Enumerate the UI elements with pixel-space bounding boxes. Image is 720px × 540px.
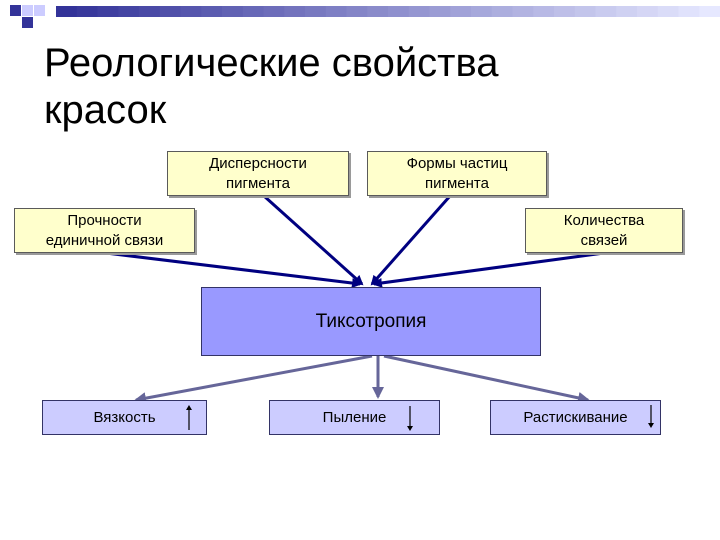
node-dusting-label: Пыление [322, 408, 387, 426]
decor-stripe-segment [76, 6, 99, 17]
node-bond-count: Количества связей [525, 208, 683, 253]
decor-stripe-segment [325, 6, 348, 17]
decor-stripe-segment [180, 6, 202, 17]
decor-stripe-segment [554, 6, 576, 17]
arrow-shape-to-thixotropy [370, 195, 452, 286]
decor-stripe-segment [159, 6, 182, 17]
decor-stripe-segment [450, 6, 472, 17]
decor-stripe-segment [388, 6, 410, 17]
decor-stripe-segment [699, 6, 720, 17]
decor-stripe-segment [678, 6, 700, 17]
node-particle-shape: Формы частиц пигмента [367, 151, 547, 196]
decor-stripe-segment [616, 6, 638, 17]
node-spreading-label: Растискивание [523, 408, 628, 426]
decor-stripe-segment [97, 6, 119, 17]
decor-stripe-segment [201, 6, 223, 17]
decor-stripe-segment [471, 6, 493, 17]
decor-stripe-segment [595, 6, 617, 17]
decor-stripe-segment [367, 6, 389, 17]
node-dispersity: Дисперсности пигмента [167, 151, 349, 196]
arrow-down-icon [407, 406, 413, 431]
decor-stripe-segment [408, 6, 431, 17]
decor-stripe-segment [346, 6, 368, 17]
arrow-thixotropy-to-viscosity [134, 354, 373, 405]
title-decoration [10, 5, 720, 28]
node-viscosity: Вязкость [42, 400, 207, 435]
node-dispersity-label: Дисперсности пигмента [209, 154, 307, 192]
decor-stripe-segment [263, 6, 285, 17]
node-dusting: Пыление [269, 400, 440, 435]
arrow-up-icon [186, 405, 192, 430]
node-particle-shape-label: Формы частиц пигмента [406, 154, 508, 192]
decor-stripe-segment [657, 6, 680, 17]
decor-stripe-segment [533, 6, 555, 17]
node-bond-strength: Прочности единичной связи [14, 208, 195, 253]
node-bond-count-label: Количества связей [563, 211, 645, 249]
node-thixotropy: Тиксотропия [201, 287, 541, 356]
arrow-thixotropy-to-spreading [383, 354, 590, 404]
slide-title: Реологические свойства красок [44, 41, 499, 132]
decor-squares [10, 5, 45, 28]
decor-stripe-segment [118, 6, 140, 17]
decor-stripe-segment [574, 6, 597, 17]
node-bond-strength-label: Прочности единичной связи [45, 211, 164, 249]
node-thixotropy-label: Тиксотропия [315, 310, 427, 332]
decor-stripe-segment [512, 6, 534, 17]
decor-stripe [56, 6, 720, 17]
decor-stripe-segment [305, 6, 327, 17]
node-viscosity-label: Вязкость [93, 408, 156, 426]
decor-stripe-segment [429, 6, 451, 17]
arrow-down-icon [648, 405, 654, 428]
arrow-strength-to-thixotropy [105, 251, 362, 288]
node-spreading: Растискивание [490, 400, 661, 435]
decor-stripe-segment [222, 6, 244, 17]
decor-stripe-segment [637, 6, 659, 17]
decor-stripe-segment [284, 6, 306, 17]
decor-stripe-segment [242, 6, 265, 17]
decor-stripe-segment [139, 6, 161, 17]
decor-stripe-segment [491, 6, 514, 17]
arrow-count-to-thixotropy [372, 251, 605, 288]
arrow-dispersity-to-thixotropy [262, 194, 364, 286]
decor-stripe-segment [56, 6, 78, 17]
